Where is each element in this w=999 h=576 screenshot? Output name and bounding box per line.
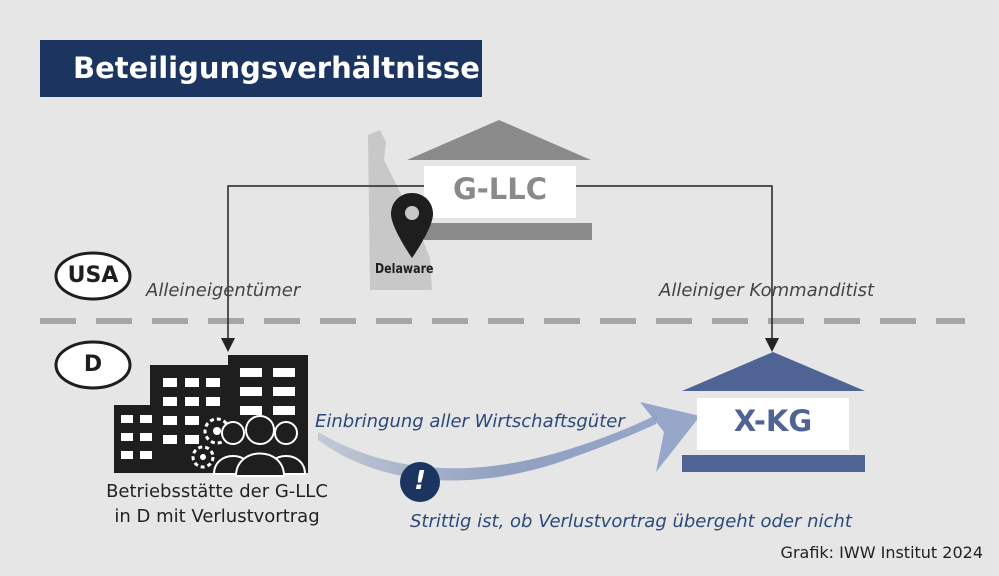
owner-connector-left (227, 185, 424, 344)
page-title: Beteiligungsverhältnisse (40, 40, 482, 97)
g-llc-building (407, 120, 592, 240)
arrowhead-right (765, 338, 779, 352)
map-pin-icon (391, 193, 433, 258)
graphic-credit: Grafik: IWW Institut 2024 (780, 543, 983, 562)
owner-connector-right (576, 185, 773, 344)
transfer-label: Einbringung aller Wirtschaftsgüter (315, 411, 625, 432)
germany-label: D (83, 352, 103, 377)
people-icon (212, 415, 307, 477)
x-kg-label: X-KG (733, 404, 813, 438)
germany-badge (54, 340, 132, 390)
gear-icon (191, 417, 231, 469)
office-building-icon (114, 355, 308, 473)
branch-label-line2: in D mit Verlustvortrag (114, 506, 320, 527)
delaware-label: Delaware (375, 262, 434, 277)
usa-label: USA (67, 263, 119, 288)
dispute-label: Strittig ist, ob Verlustvortrag übergeht… (410, 511, 852, 532)
usa-badge (54, 251, 132, 301)
arrowhead-left (221, 338, 235, 352)
branch-label-line1: Betriebsstätte der G-LLC (106, 481, 328, 502)
warning-icon (400, 462, 440, 502)
sole-limited-partner-label: Alleiniger Kommanditist (659, 280, 875, 301)
g-llc-label: G-LLC (452, 172, 548, 206)
warning-symbol: ! (414, 466, 426, 496)
sole-owner-label: Alleineigentümer (146, 280, 301, 301)
x-kg-building (682, 352, 865, 472)
transfer-arrow (318, 402, 700, 481)
